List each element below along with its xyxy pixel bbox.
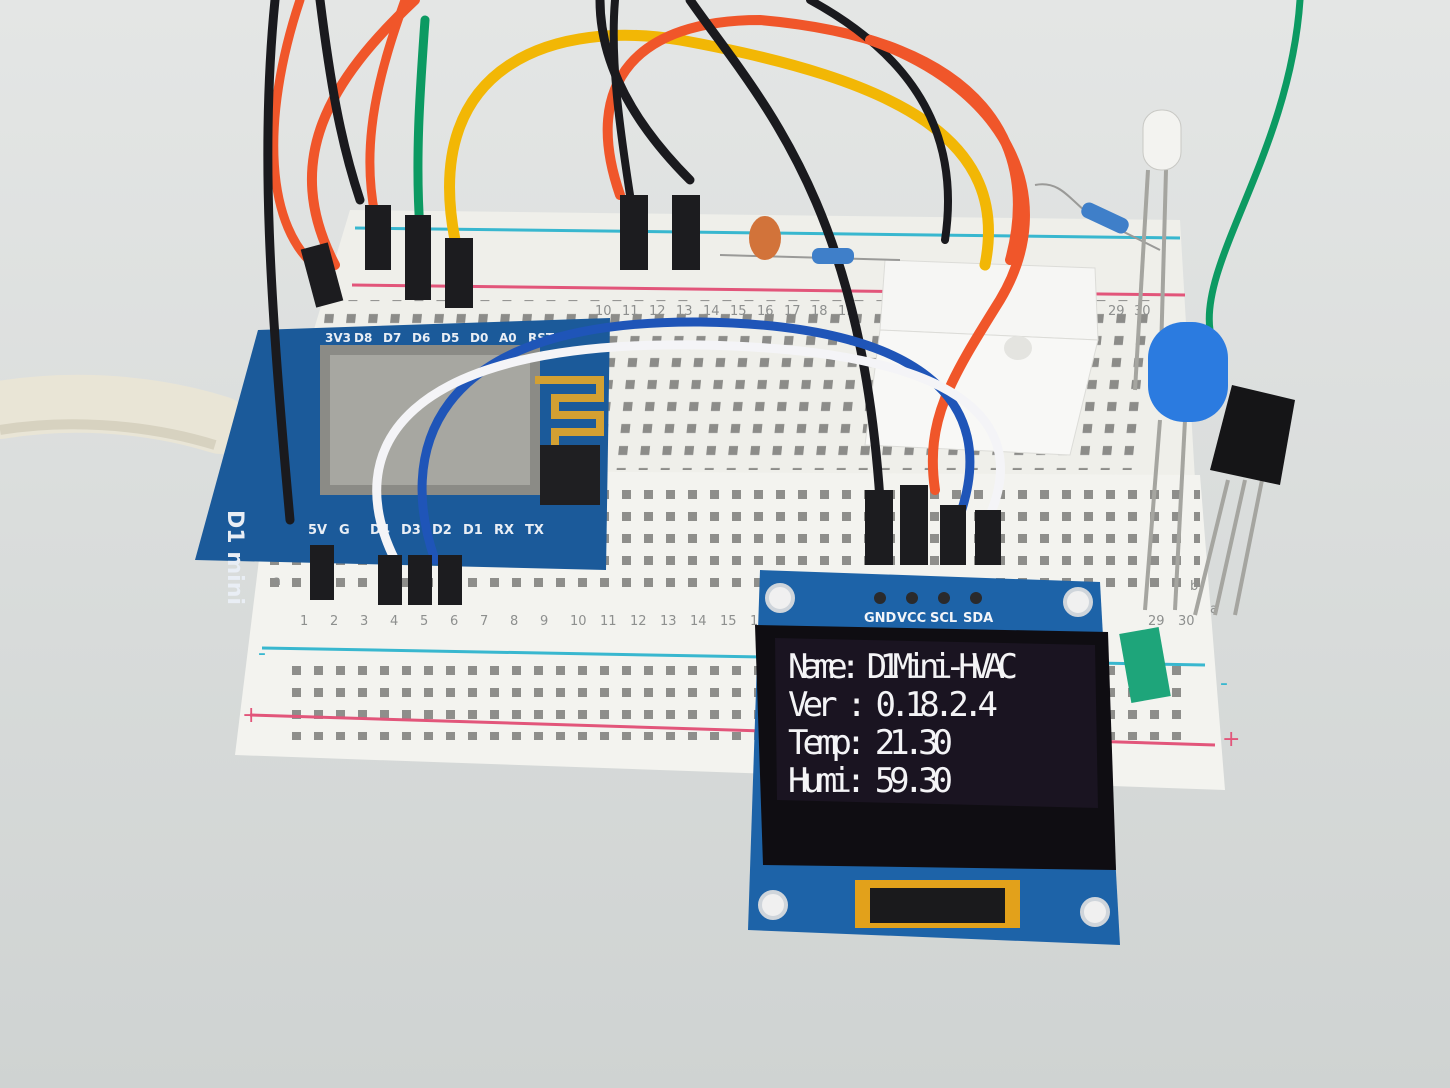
wire-black-3	[595, 0, 695, 185]
wire-black-6	[806, 0, 952, 244]
wire-black-5	[685, 0, 885, 505]
column-number-top-2: 12	[649, 304, 666, 319]
pin-label-top-2: D7	[383, 331, 401, 345]
rail-minus-left: -	[258, 641, 266, 666]
column-number-top-10: 29	[1108, 304, 1125, 319]
oled-pin-label-3: SDA	[963, 611, 993, 626]
board-label: D1 mini	[222, 510, 247, 605]
column-number-bottom-14: 15	[720, 614, 737, 629]
pin-label-bottom-3: D3	[401, 523, 421, 538]
pin-label-bottom-0: 5V	[308, 523, 327, 538]
column-number-bottom-6: 7	[480, 614, 488, 629]
pin-label-top-6: A0	[499, 331, 517, 345]
wire-white	[372, 340, 1005, 565]
oled-active-area	[775, 638, 1098, 808]
column-number-bottom-5: 6	[450, 614, 458, 629]
pin-label-bottom-4: D2	[432, 523, 452, 538]
pin-label-bottom-7: TX	[525, 523, 544, 538]
wire-black-1	[263, 0, 295, 525]
wire-red-3	[365, 0, 410, 220]
oled-pin-label-0: GND	[864, 611, 897, 626]
column-number-bottom-17: 30	[1178, 614, 1195, 629]
pin-label-top-5: D0	[470, 331, 488, 345]
resistor-2	[1034, 183, 1161, 251]
column-number-top-4: 14	[703, 304, 720, 319]
wire-black-4	[609, 0, 634, 199]
oled-line-0: Name: D1Mini-HVAC	[788, 647, 1018, 687]
wire-green-2	[1205, 0, 1304, 334]
column-number-bottom-4: 5	[420, 614, 428, 629]
column-number-top-0: 10	[595, 304, 612, 319]
blue-led	[1143, 322, 1228, 611]
wire-black-2	[315, 0, 365, 205]
column-number-top-11: 30	[1134, 304, 1151, 319]
dht-sensor	[864, 259, 1099, 456]
column-number-bottom-13: 14	[690, 614, 707, 629]
column-number-bottom-9: 10	[570, 614, 587, 629]
pin-label-top-4: D5	[441, 331, 459, 345]
rail-plus-left: +	[242, 703, 260, 728]
column-number-bottom-8: 9	[540, 614, 548, 629]
column-number-top-1: 11	[622, 304, 639, 319]
column-number-bottom-12: 13	[660, 614, 677, 629]
column-number-bottom-1: 2	[330, 614, 338, 629]
oled-pin-label-1: VCC	[897, 611, 926, 626]
oled-line-1: Ver : 0.18.2.4	[788, 685, 998, 725]
wire-blue	[417, 317, 975, 565]
usb-cable	[0, 374, 249, 454]
column-number-bottom-3: 4	[390, 614, 398, 629]
column-number-top-7: 17	[784, 304, 801, 319]
pin-label-top-0: 3V3	[325, 331, 351, 345]
ir-receiver	[1193, 385, 1295, 616]
column-number-bottom-2: 3	[360, 614, 368, 629]
green-marker	[1119, 627, 1171, 703]
column-number-top-5: 15	[730, 304, 747, 319]
column-number-bottom-16: 29	[1148, 614, 1165, 629]
oled-pin-label-2: SCL	[930, 611, 957, 626]
column-number-top-6: 16	[757, 304, 774, 319]
pin-label-top-3: D6	[412, 331, 430, 345]
wire-green-1	[413, 15, 430, 235]
ceramic-capacitor	[749, 216, 781, 260]
oled-header-pins	[874, 592, 982, 604]
row-letter-a-right: a	[1210, 602, 1218, 617]
column-number-top-3: 13	[676, 304, 693, 319]
wire-plugs	[300, 195, 1001, 605]
column-number-bottom-0: 1	[300, 614, 308, 629]
wire-red-1	[307, 0, 420, 270]
row-letter-b-right: b	[1190, 579, 1198, 594]
column-number-bottom-10: 11	[600, 614, 617, 629]
column-number-bottom-11: 12	[630, 614, 647, 629]
wire-yellow	[444, 29, 994, 271]
rail-minus-right: -	[1220, 671, 1228, 696]
column-number-bottom-7: 8	[510, 614, 518, 629]
wifi-antenna	[535, 376, 604, 454]
wire-red-5	[865, 35, 1030, 495]
oled-line-2: Temp: 21.30	[788, 723, 953, 763]
resistor-1	[719, 248, 901, 264]
pin-label-top-1: D8	[354, 331, 372, 345]
rail-plus-right: +	[1222, 727, 1240, 752]
oled-line-3: Humi: 59.30	[788, 761, 953, 801]
clear-led	[1133, 109, 1182, 391]
pin-label-bottom-1: G	[339, 523, 350, 538]
column-number-top-8: 18	[811, 304, 828, 319]
row-letter-a-left: a	[273, 574, 281, 589]
pin-label-bottom-6: RX	[494, 523, 514, 538]
pin-label-bottom-5: D1	[463, 523, 483, 538]
